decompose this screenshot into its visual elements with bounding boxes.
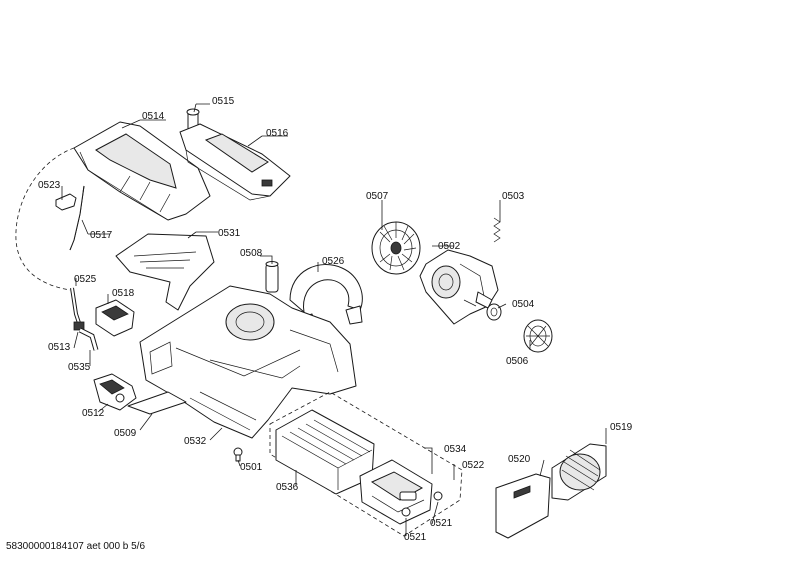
part-0509-flap: [127, 391, 187, 415]
part-0535-hose-end: [78, 327, 99, 351]
part-0525-tube: [70, 287, 85, 331]
part-0503-spring: [493, 217, 501, 243]
label-0512: 0512: [82, 408, 105, 419]
part-0517-hose: [69, 185, 85, 251]
part-0534-fluff-filter: [359, 459, 433, 525]
label-0509: 0509: [114, 428, 137, 439]
label-0526: 0526: [322, 256, 345, 267]
part-0504-bearing: [486, 303, 502, 321]
label-0536: 0536: [276, 482, 299, 493]
label-0531: 0531: [218, 228, 241, 239]
part-0515-filler-cap: [186, 108, 200, 131]
part-0516-water-tank: [179, 123, 291, 201]
part-0519-grille: [551, 443, 607, 501]
label-0515: 0515: [212, 96, 235, 107]
part-0532-base-housing: [139, 285, 357, 439]
label-0534: 0534: [444, 444, 467, 455]
label-0514: 0514: [142, 111, 165, 122]
part-0520-cover-panel: [495, 473, 551, 539]
part-0531-air-duct: [115, 233, 215, 311]
label-0501: 0501: [240, 462, 263, 473]
label-0522: 0522: [462, 460, 485, 471]
leader-lines: [61, 103, 607, 536]
label-0506: 0506: [506, 356, 529, 367]
label-0507: 0507: [366, 191, 389, 202]
label-0532: 0532: [184, 436, 207, 447]
part-0518-cover: [95, 299, 135, 337]
label-0516: 0516: [266, 128, 289, 139]
label-0520: 0520: [508, 454, 531, 465]
document-footer-code: 58300000184107 aet 000 b 5/6: [6, 541, 146, 552]
part-0501-screw: [233, 447, 243, 462]
label-0513: 0513: [48, 342, 71, 353]
hose-route-line: [15, 147, 75, 291]
label-0519: 0519: [610, 422, 633, 433]
part-0506-drum-wheel: [523, 319, 553, 353]
label-0518: 0518: [112, 288, 135, 299]
label-0535: 0535: [68, 362, 91, 373]
part-0523-clip: [55, 193, 77, 211]
label-0502: 0502: [438, 241, 461, 252]
label-0523: 0523: [38, 180, 61, 191]
label-0503: 0503: [502, 191, 525, 202]
part-0508-pin: [265, 261, 279, 293]
label-0521-bottom: 0521: [404, 532, 427, 543]
label-0508: 0508: [240, 248, 263, 259]
part-0512-pump: [93, 373, 137, 411]
part-0521-clip: [401, 491, 443, 517]
label-0521-right: 0521: [430, 518, 453, 529]
part-0536-condenser: [275, 409, 375, 495]
part-0507-fan-wheel: [371, 221, 421, 275]
label-0517: 0517: [90, 230, 113, 241]
label-0504: 0504: [512, 299, 535, 310]
label-0525: 0525: [74, 274, 97, 285]
part-0514-container-housing: [73, 121, 211, 221]
part-0502-motor: [419, 249, 499, 325]
